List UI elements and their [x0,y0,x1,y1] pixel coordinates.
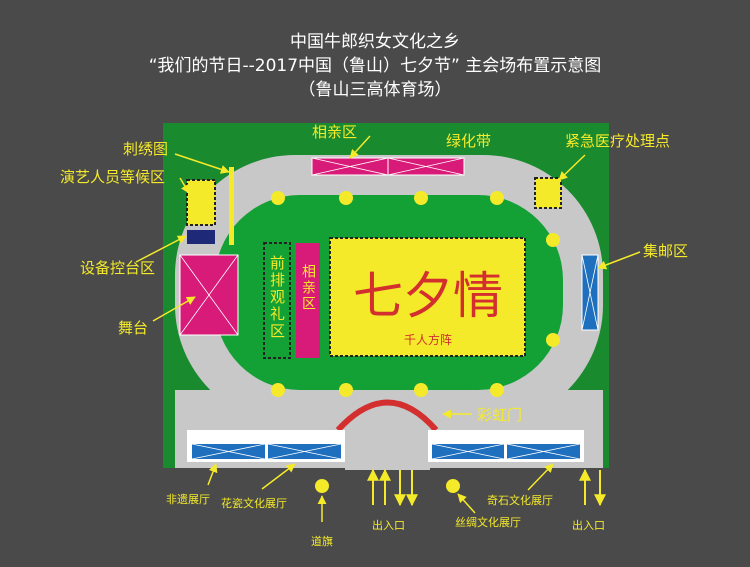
pointer-lines [135,135,641,522]
exhibition-hall-left [187,430,345,462]
philately-booth [581,254,599,331]
entrance-arrows-left [367,468,418,507]
label-stage: 舞台 [118,319,148,337]
matchmaking-top-booths [311,157,465,176]
performer-waiting-area [186,179,216,226]
title-line-3: （鲁山三高体育场） [298,80,452,100]
flag-dot [490,191,504,205]
flag-dot [546,333,560,347]
label-entrance-right: 出入口 [572,518,605,532]
label-stone-hall: 奇石文化展厅 [487,493,553,507]
exhibition-hall-right [428,430,584,462]
flag-dot [546,233,560,247]
label-embroidery: 刺绣图 [123,140,168,158]
flag-dot [339,191,353,205]
entrance-path [345,425,430,470]
flag-dot [490,383,504,397]
stage [179,254,239,336]
flag-dot [339,383,353,397]
diagram-title: 中国牛郎织女文化之乡 “我们的节日--2017中国（鲁山）七夕节” 主会场布置示… [0,30,750,102]
flag-dot [271,191,285,205]
label-performer-waiting: 演艺人员等候区 [60,168,165,186]
flag-dot [315,479,329,493]
front-row-viewing-area [263,242,291,359]
label-flags: 道旗 [311,534,333,548]
equipment-console [187,230,215,244]
matchmaking-center [296,243,320,358]
label-rainbow-gate: 彩虹门 [477,406,522,424]
label-equipment-console: 设备控台区 [80,259,155,277]
label-porcelain-hall: 花瓷文化展厅 [221,496,287,510]
entrance-arrows-right [579,468,606,507]
label-green-belt: 绿化带 [446,132,491,150]
label-philately: 集邮区 [643,242,688,260]
label-medical-point: 紧急医疗处理点 [565,132,670,150]
label-entrance-left: 出入口 [372,518,405,532]
flag-dot [414,383,428,397]
label-silk-hall: 丝绸文化展厅 [455,515,521,529]
flag-dot [446,479,460,493]
flag-dots [271,191,560,493]
label-front-row: 前排观礼区 [268,255,286,340]
title-line-1: 中国牛郎织女文化之乡 [290,32,460,52]
label-intangible-heritage-hall: 非遗展厅 [166,492,210,506]
label-formation: 千人方阵 [404,332,452,347]
label-matchmaking-center: 相亲区 [300,264,316,312]
formation-area [329,237,526,357]
flag-dot [271,383,285,397]
embroidery-panel [229,167,234,245]
medical-point [534,177,562,209]
rainbow-gate [335,399,439,433]
title-line-2: “我们的节日--2017中国（鲁山）七夕节” 主会场布置示意图 [148,56,602,76]
flag-dot [414,191,428,205]
label-matchmaking-top: 相亲区 [312,123,357,141]
label-qixi-love: 七夕情 [353,267,503,325]
